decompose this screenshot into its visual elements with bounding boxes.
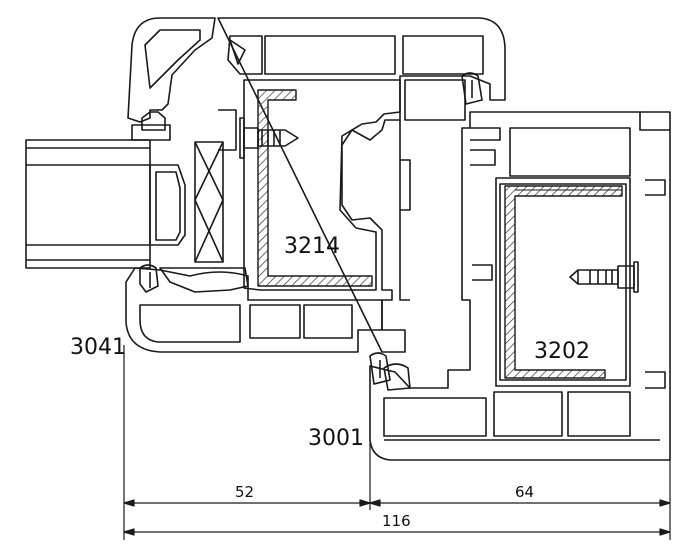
dimension-lines bbox=[123, 345, 671, 540]
main-frame-profile bbox=[369, 72, 671, 461]
main-frame-label: 3001 bbox=[308, 426, 364, 451]
dimension-left-label: 52 bbox=[235, 483, 254, 501]
right-sash-insert bbox=[495, 177, 631, 387]
sash-profile bbox=[217, 17, 506, 385]
sash-screw bbox=[239, 117, 299, 159]
dimension-total-label: 116 bbox=[382, 512, 411, 530]
right-sash-label: 3202 bbox=[534, 339, 590, 364]
right-screw bbox=[569, 261, 639, 293]
left-frame-profile bbox=[125, 17, 383, 353]
sash-profile-label: 3214 bbox=[284, 234, 340, 259]
right-reinforcement bbox=[504, 185, 623, 379]
dimension-right-label: 64 bbox=[515, 483, 534, 501]
glazing-unit bbox=[25, 139, 249, 293]
left-frame-label: 3041 bbox=[70, 335, 126, 360]
sash-reinforcement bbox=[257, 89, 373, 287]
